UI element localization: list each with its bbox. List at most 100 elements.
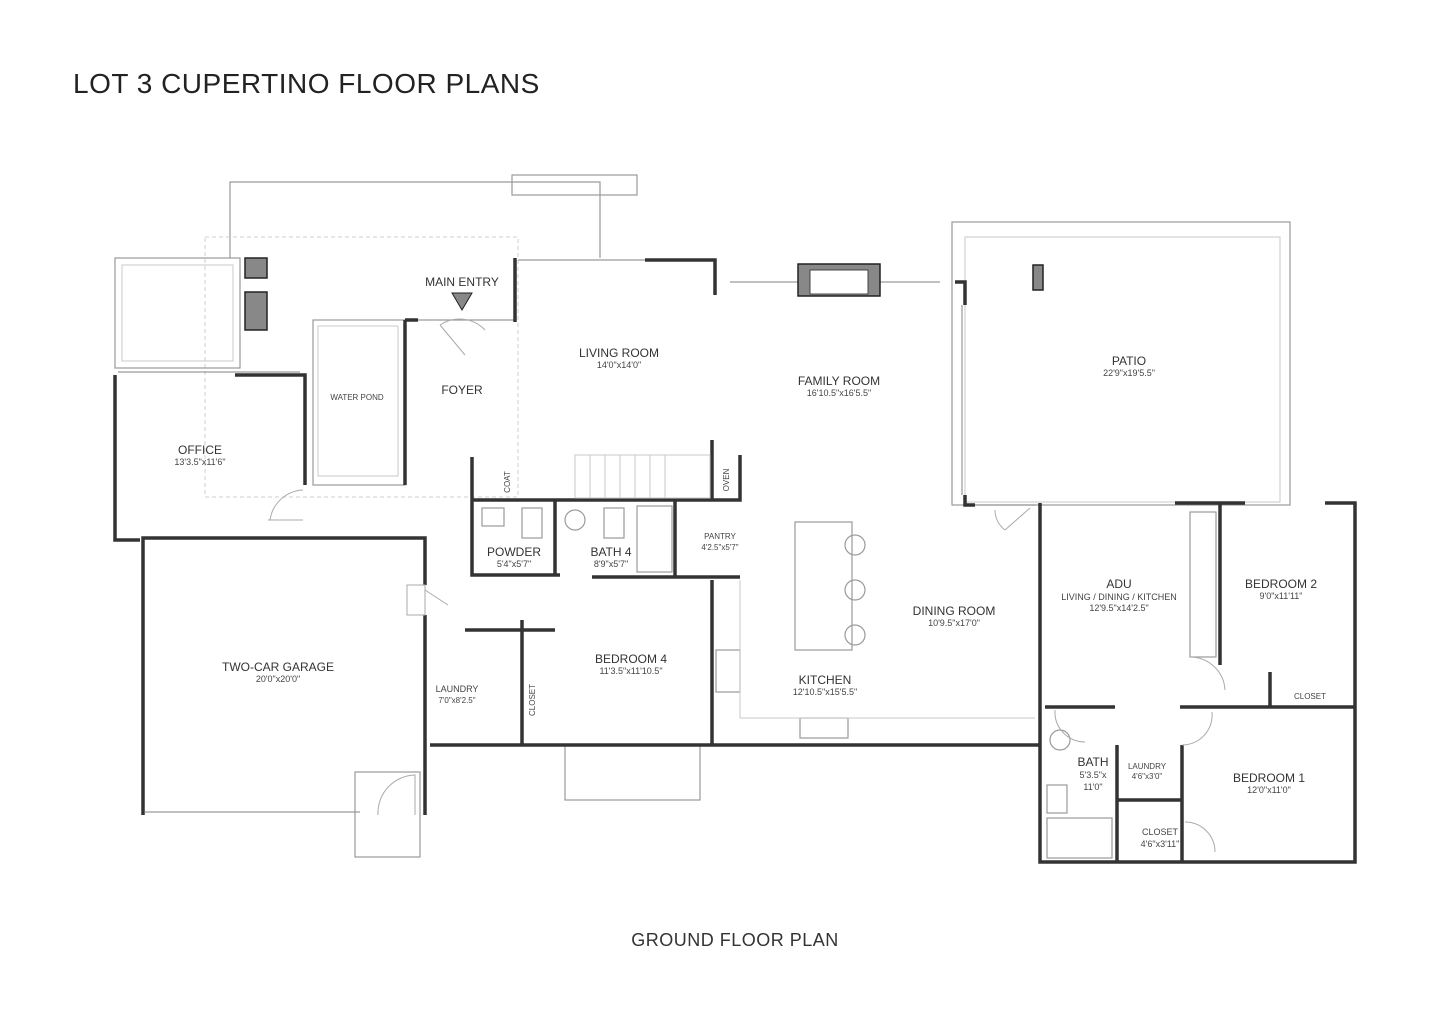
dims-garage: 20'0"x20'0" [256, 674, 300, 684]
dims-office: 13'3.5"x11'6" [174, 457, 225, 467]
dims-kitchen: 12'10.5"x15'5.5" [793, 687, 857, 697]
adu-counter [1189, 511, 1217, 658]
dims-laundry: 7'0"x8'2.5" [438, 696, 475, 705]
garage-wall [141, 536, 427, 815]
dims-bedroom4: 11'3.5"x11'10.5" [599, 666, 662, 676]
page-title: LOT 3 CUPERTINO FLOOR PLANS [73, 68, 540, 99]
water-pond-inner [317, 325, 399, 477]
main-entry-door[interactable] [439, 318, 486, 356]
label-oven: OVEN [722, 468, 731, 491]
water-pond-outline [312, 319, 406, 486]
dims-dining-room: 10'9.5"x17'0" [928, 618, 980, 628]
stool [844, 534, 866, 556]
family-corner [955, 280, 967, 305]
column [244, 291, 268, 331]
rear-stoop [564, 744, 701, 801]
kitchen-counter [739, 580, 1035, 719]
dims-powder: 5'4"x5'7" [497, 559, 531, 569]
powder-toilet [521, 507, 543, 539]
adu-bath-door[interactable] [1054, 709, 1086, 743]
label-coat: COAT [503, 471, 512, 493]
dims-family-room: 16'10.5"x16'5.5" [807, 388, 871, 398]
entry-arrow-icon [451, 292, 473, 311]
stool [844, 624, 866, 646]
office-wall [113, 375, 140, 542]
patio-grill [1032, 264, 1044, 291]
garage-door-interior[interactable] [406, 584, 449, 616]
plan-caption: GROUND FLOOR PLAN [631, 930, 839, 950]
kitchen-sink [799, 717, 849, 739]
label-pantry: PANTRY [704, 532, 736, 541]
label-dining-room: DINING ROOM [913, 604, 996, 618]
label-office: OFFICE [178, 443, 222, 457]
dims-adu-bath-2: 11'0" [1083, 782, 1102, 792]
fireplace-box [809, 269, 869, 295]
doors[interactable] [268, 318, 1226, 853]
column [244, 257, 268, 279]
dims-adu-laundry: 4'6"x3'0" [1132, 772, 1163, 781]
garage-stoop [354, 771, 421, 858]
adu-closet-door[interactable] [1184, 821, 1216, 853]
bath-top-wall [472, 455, 742, 502]
dims-bedroom1: 12'0"x11'0" [1247, 785, 1291, 795]
label-powder: POWDER [487, 545, 541, 559]
patio-door[interactable] [994, 507, 1031, 531]
site-outlines [114, 174, 1291, 858]
office-door[interactable] [268, 489, 304, 521]
dims-living-room: 14'0"x14'0" [597, 360, 641, 370]
adu-toilet [1046, 784, 1068, 814]
label-bedroom1: BEDROOM 1 [1233, 771, 1305, 785]
label-adu-sub: LIVING / DINING / KITCHEN [1061, 592, 1177, 602]
powder-wall [470, 457, 560, 577]
bath4-shower [636, 505, 673, 573]
dims-adu-closet: 4'6"x3'11" [1141, 839, 1180, 849]
powder-sink [481, 507, 505, 527]
dims-bedroom2: 9'0"x11'11" [1259, 591, 1302, 601]
label-bedroom2: BEDROOM 2 [1245, 577, 1317, 591]
bedroom2-door[interactable] [1189, 656, 1226, 691]
staircase[interactable] [574, 454, 711, 499]
room-labels: MAIN ENTRY FOYER WATER POND OFFICE 13'3.… [174, 275, 1326, 849]
label-adu-bath: BATH [1077, 755, 1108, 769]
dims-adu: 12'9.5"x14'2.5" [1089, 603, 1148, 613]
dining-corner [963, 495, 975, 507]
dims-adu-bath-1: 5'3.5"x [1080, 770, 1107, 780]
bedroom1-door[interactable] [1181, 711, 1213, 746]
adu-shower [1046, 817, 1113, 859]
label-family-room: FAMILY ROOM [798, 374, 880, 388]
label-water-pond: WATER POND [330, 393, 384, 402]
label-adu-laundry: LAUNDRY [1128, 762, 1167, 771]
walls [113, 258, 1357, 864]
label-bedroom4: BEDROOM 4 [595, 652, 667, 666]
dims-pantry: 4'2.5"x5'7" [701, 543, 738, 552]
label-bath4: BATH 4 [590, 545, 631, 559]
patio-outline [951, 221, 1291, 506]
label-main-entry: MAIN ENTRY [425, 275, 499, 289]
upper-terrace-outline [229, 181, 601, 258]
adu-exterior-wall [1038, 501, 1357, 864]
label-adu-closet: CLOSET [1142, 827, 1179, 837]
upper-planter [511, 174, 638, 196]
stairs-outline [574, 454, 711, 499]
kitchen-island [794, 521, 853, 651]
courtyard [114, 257, 241, 369]
bath4-toilet [603, 507, 625, 539]
label-foyer: FOYER [441, 383, 483, 397]
garage-side-door[interactable] [377, 774, 416, 816]
label-closet: CLOSET [528, 684, 537, 716]
bath4-sink [564, 509, 586, 531]
courtyard-inner [121, 264, 234, 362]
label-closet-b2: CLOSET [1294, 692, 1326, 701]
label-living-room: LIVING ROOM [579, 346, 659, 360]
adu-sink [1049, 729, 1071, 751]
living-top-wall [645, 258, 717, 295]
label-adu: ADU [1106, 577, 1131, 591]
roof-overhang [204, 236, 519, 498]
label-laundry: LAUNDRY [436, 684, 479, 694]
dims-patio: 22'9"x19'5.5" [1103, 368, 1155, 378]
patio-inner [964, 236, 1281, 503]
label-kitchen: KITCHEN [799, 673, 852, 687]
office-pond-wall [235, 373, 307, 485]
stool [844, 579, 866, 601]
